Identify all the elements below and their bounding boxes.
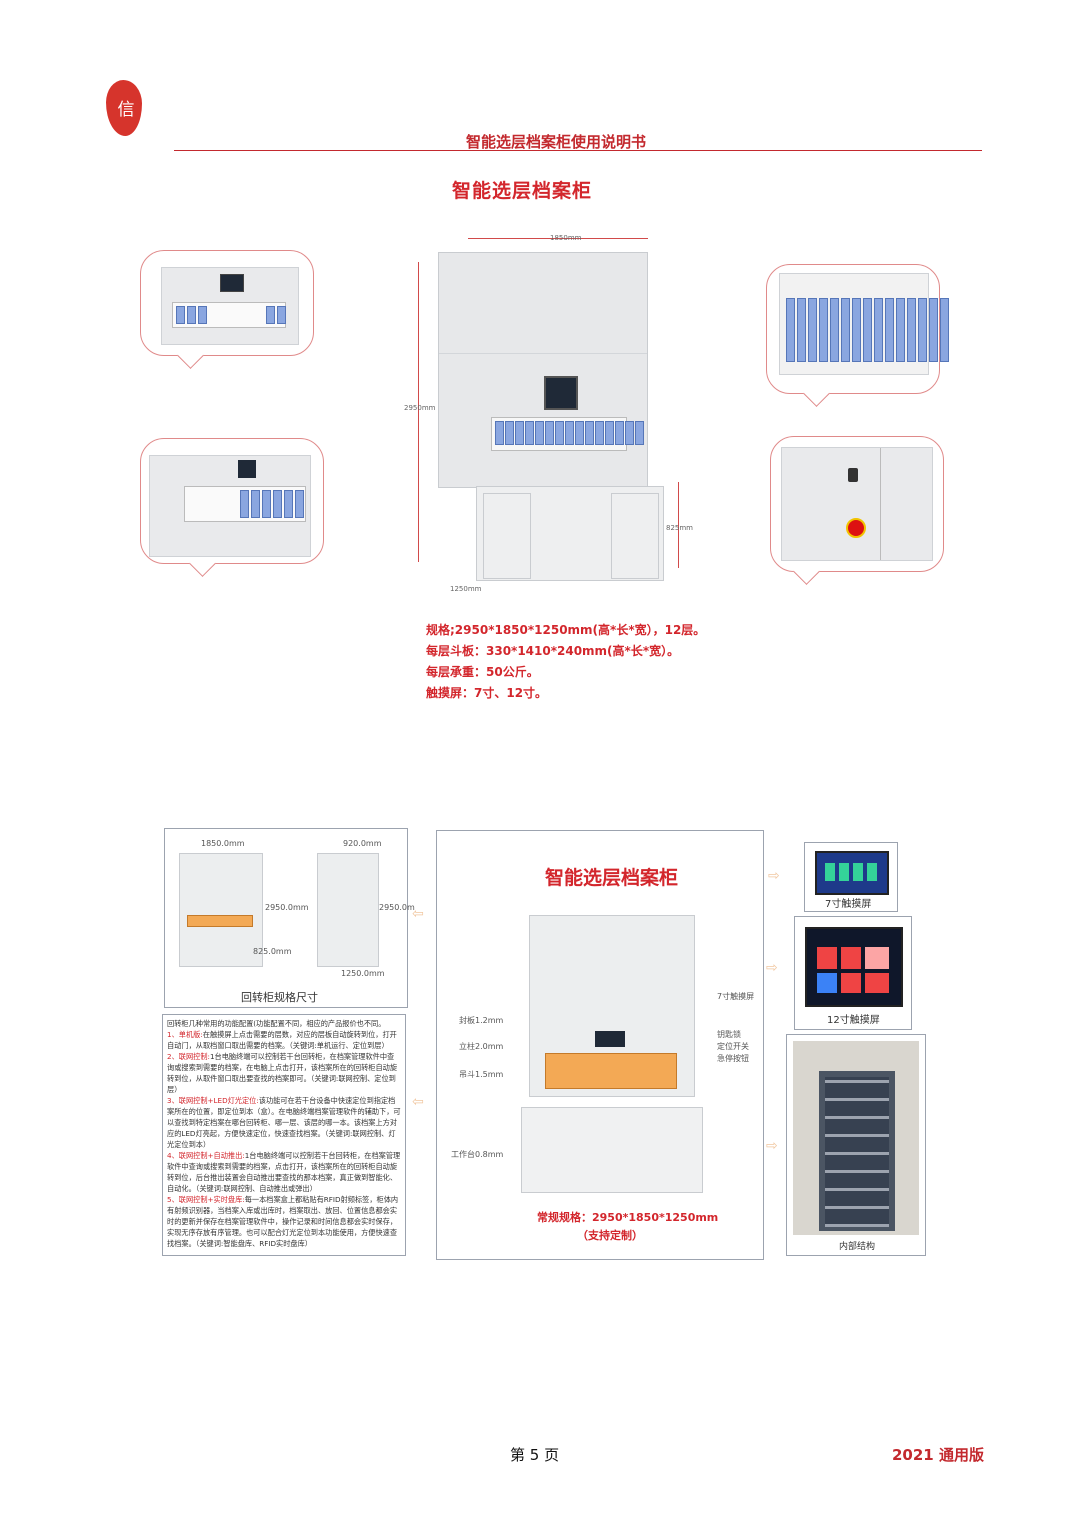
note-4: 4、联网控制+自动推出:1台电脑终端可以控制若干台回转柜，在档案管理软件中查询或… (167, 1151, 401, 1193)
version-label: 2021 通用版 (892, 1446, 984, 1464)
callout-touchscreen-window (140, 250, 314, 369)
spec-shelf: 每层斗板：330*1410*240mm(高*长*宽）。 (426, 644, 680, 658)
cabinet-structure-panel: 智能选层档案柜 封板1.2mm 立柱2.0mm 吊斗1.5mm 工作台0.8mm… (436, 830, 764, 1260)
photo-lock-stop-button (781, 447, 933, 561)
arrow-left-1: ⇦ (412, 906, 424, 922)
dim-label-3: 2950.0mm (265, 903, 309, 912)
photo-cabinet-window (161, 267, 299, 345)
drawer-window (545, 1053, 677, 1089)
touchscreen-7-image (815, 851, 889, 895)
dim-label-4: 2950.0m (379, 903, 415, 912)
arrow-right-2: ⇨ (766, 960, 778, 976)
label-emergency-stop: 急停按钮 (717, 1054, 749, 1063)
label-touchscreen: 7寸触摸屏 (717, 992, 755, 1001)
photo-binder-rack (779, 273, 949, 375)
emergency-stop-icon (846, 518, 866, 538)
page-number: 第 5 页 (510, 1446, 560, 1464)
cabinet-upper-body (438, 252, 648, 488)
callout-binder-rack (766, 264, 949, 407)
cabinet-workbench (476, 486, 664, 581)
touchscreen-12-image (805, 927, 903, 1007)
touchscreen-7-caption: 7寸触摸屏 (825, 899, 872, 910)
note-2: 2、联网控制:1台电脑终端可以控制若干台回转柜，在档案管理软件中查询或搜索到需要… (167, 1052, 398, 1094)
label-workbench: 工作台0.8mm (451, 1150, 504, 1159)
notes-intro: 回转柜几种常用的功能配置(功能配置不同，相应的产品报价也不同。 (167, 1019, 386, 1028)
label-key-lock: 钥匙锁 (717, 1030, 741, 1039)
dim-label-2: 920.0mm (343, 839, 382, 848)
note-1: 1、单机版:在触摸屏上点击需要的层数，对应的层板自动旋转到位，打开自动门，从取档… (167, 1030, 397, 1050)
touchscreen-7-inch (544, 376, 578, 410)
label-position-switch: 定位开关 (717, 1042, 749, 1051)
callout-drawer-open (140, 438, 324, 577)
spec-touchscreen: 触摸屏：7寸、12寸。 (426, 686, 548, 700)
label-cover-plate: 封板1.2mm (459, 1016, 504, 1025)
document-title: 智能选层档案柜使用说明书 (466, 133, 647, 151)
dim-label-1: 1850.0mm (201, 839, 245, 848)
center-spec-custom: （支持定制） (577, 1229, 643, 1242)
interior-structure-panel: 内部结构 (786, 1034, 926, 1256)
center-title: 智能选层档案柜 (545, 867, 679, 889)
center-touchscreen (595, 1031, 625, 1047)
width-dimension-line (468, 238, 648, 239)
spec-load: 每层承重：50公斤。 (426, 665, 539, 679)
center-spec-line: 常规规格：2950*1850*1250mm (537, 1211, 719, 1224)
depth-dimension-label: 1250mm (450, 585, 482, 593)
base-dimension-label: 825mm (666, 524, 693, 532)
note-5: 5、联网控制+实时盘库:每一本档案盒上都粘贴有RFID射频标签，柜体内有射频识别… (167, 1195, 399, 1248)
width-dimension-label: 1850mm (550, 234, 582, 242)
label-hanging-bucket: 吊斗1.5mm (459, 1070, 504, 1079)
height-dimension-label: 2950mm (404, 404, 436, 412)
arrow-right-3: ⇨ (766, 1138, 778, 1154)
note-3: 3、联网控制+LED灯光定位:该功能可在若干台设备中快速定位到指定档案所在的位置… (167, 1096, 401, 1149)
callout-key-lock-button (770, 436, 944, 585)
label-column: 立柱2.0mm (459, 1042, 504, 1051)
base-dimension-line (678, 482, 679, 568)
red-seal-logo: 信 (106, 80, 142, 136)
dim-label-5: 825.0mm (253, 947, 292, 956)
dim-label-6: 1250.0mm (341, 969, 385, 978)
interior-caption: 内部结构 (839, 1242, 876, 1252)
touchscreen-12-panel: 12寸触摸屏 (794, 916, 912, 1030)
photo-drawer-open (149, 455, 311, 557)
spec-panel-caption: 回转柜规格尺寸 (241, 991, 318, 1004)
key-lock-icon (848, 468, 858, 482)
touchscreen-12-caption: 12寸触摸屏 (827, 1015, 880, 1026)
section-title: 智能选层档案柜 (452, 180, 593, 202)
arrow-right-1: ⇨ (768, 868, 780, 884)
arrow-left-2: ⇦ (412, 1094, 424, 1110)
function-notes-panel: 回转柜几种常用的功能配置(功能配置不同，相应的产品报价也不同。 1、单机版:在触… (162, 1014, 406, 1256)
spec-dimension-panel: 1850.0mm 920.0mm 2950.0mm 2950.0m 825.0m… (164, 828, 415, 1008)
touchscreen-7-panel: 7寸触摸屏 (804, 842, 898, 912)
spec-size: 规格;2950*1850*1250mm(高*长*宽），12层。 (426, 623, 706, 637)
interior-photo (793, 1041, 919, 1235)
height-dimension-line (418, 262, 419, 562)
header-divider (174, 150, 982, 151)
